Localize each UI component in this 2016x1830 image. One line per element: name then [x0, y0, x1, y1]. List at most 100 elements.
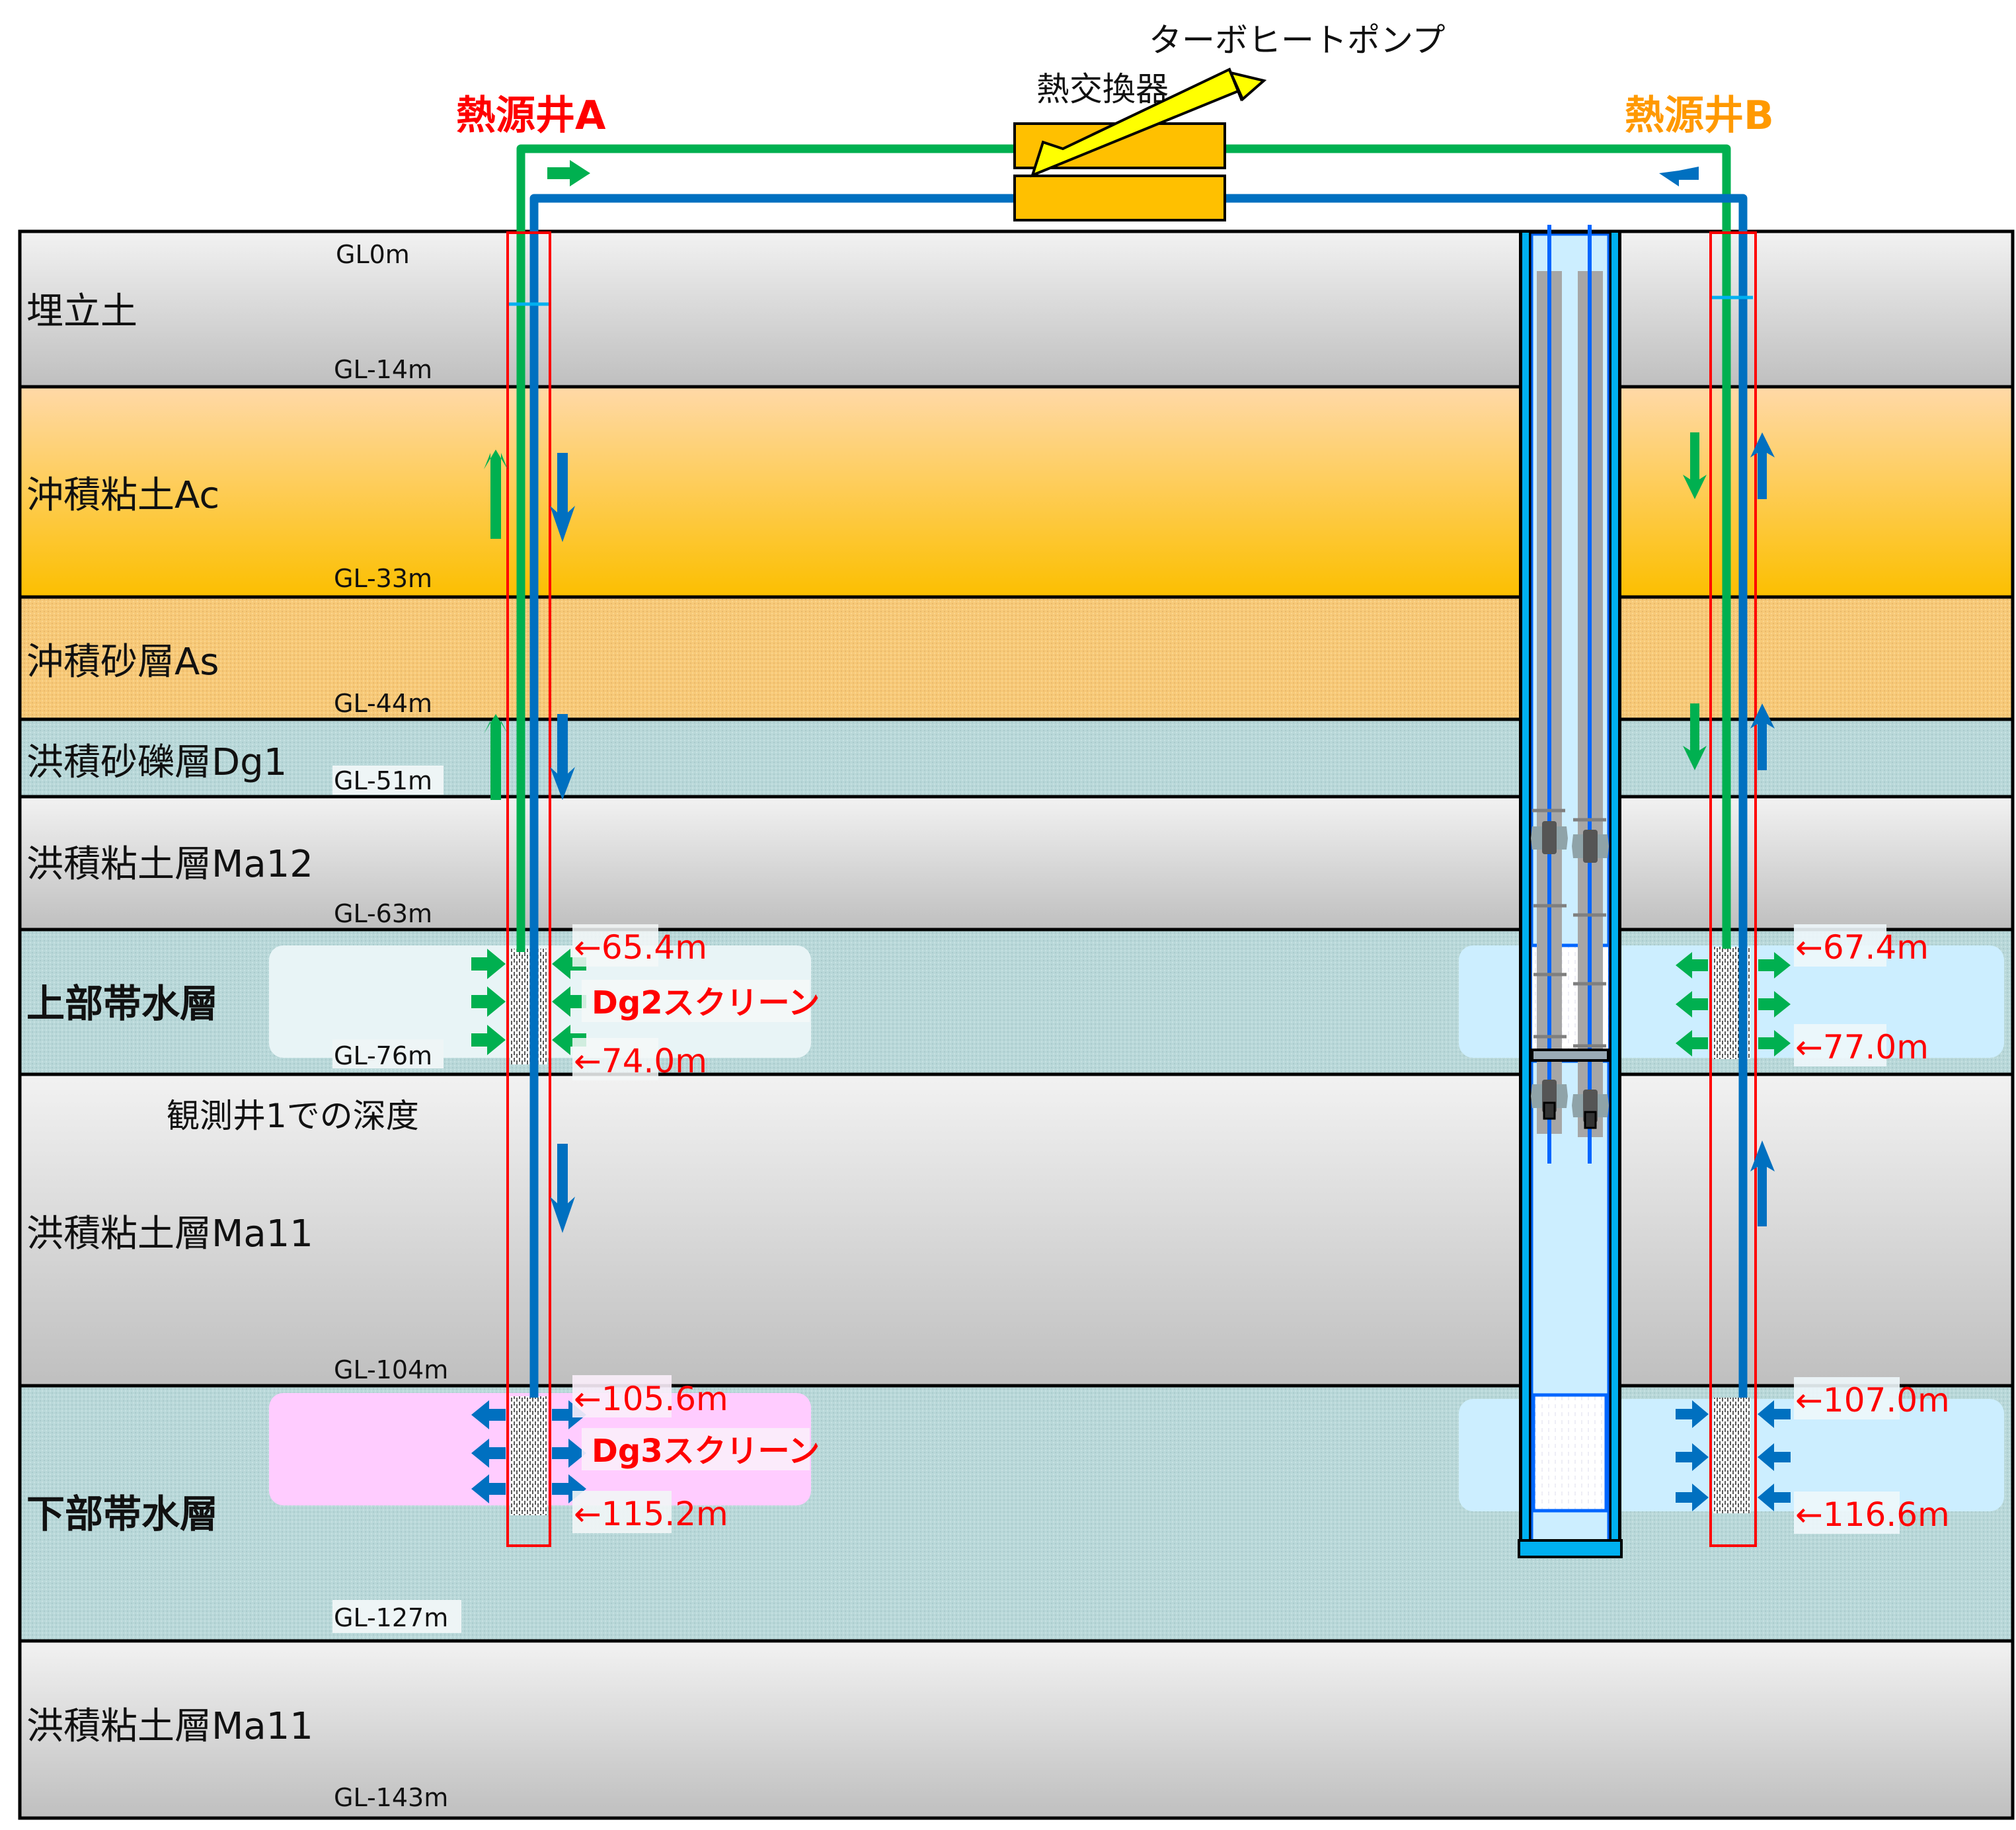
well-a-upper-bottom-depth: ←74.0m [574, 1042, 707, 1080]
arrow-left-icon [552, 1025, 586, 1055]
arrow-up-icon [1750, 1140, 1775, 1226]
layer-label: 洪積粘土層Ma11 [26, 1213, 313, 1255]
arrow-left-icon [552, 949, 586, 979]
arrow-up-icon [484, 714, 508, 800]
well-a-flow-arrows [484, 450, 575, 1233]
arrow-left-icon [1676, 991, 1708, 1017]
well-a-upper-screen-label: Dg2スクリーン [592, 984, 820, 1021]
arrow-right-icon [1676, 1484, 1709, 1511]
strata-frame [18, 229, 2015, 1820]
well-b-lower-top-depth: ←107.0m [1795, 1381, 1950, 1419]
observation-depth-note: 観測井1での深度 [167, 1097, 419, 1135]
arrow-left-icon [1758, 1400, 1791, 1428]
gl-labels: GL0m GL-14m GL-33m GL-44m GL-51m GL-63m … [332, 240, 461, 1812]
well-a-lower-outflow-arrows [471, 1400, 586, 1503]
well-a-upper-screen [510, 949, 547, 1064]
layer-label: 上部帯水層 [26, 981, 218, 1026]
observation-well [1518, 225, 1623, 1558]
well-b-upper-top-depth: ←67.4m [1795, 928, 1929, 967]
arrow-right-icon [1758, 991, 1791, 1017]
layer-boundaries [20, 385, 2013, 1643]
layer-label: 埋立土 [26, 290, 137, 333]
arrow-right-icon [1758, 952, 1791, 978]
arrow-right-icon [471, 949, 506, 979]
arrow-left-icon [1758, 1484, 1791, 1511]
gl-label: GL-44m [334, 689, 432, 718]
well-b-lower-inflow-arrows [1676, 1400, 1791, 1511]
well-a-title: 熱源井A [456, 93, 606, 139]
layer-label: 下部帯水層 [26, 1492, 218, 1536]
arrow-left-icon [552, 986, 586, 1017]
gl-label: GL-104m [334, 1355, 448, 1384]
layer-fill-as [20, 597, 2013, 719]
well-a-upper-top-depth: ←65.4m [574, 928, 707, 967]
arrow-left-icon [471, 1474, 506, 1503]
arrow-left-icon [471, 1400, 506, 1429]
layer-label: 沖積粘土Ac [26, 474, 219, 517]
arrow-right-icon [1676, 1400, 1709, 1428]
packer-icon [1531, 821, 1609, 1123]
heat-exchanger-lower [1013, 175, 1226, 221]
well-a-lower-screen-label: Dg3スクリーン [592, 1433, 820, 1470]
layer-fill-ac [20, 387, 2013, 597]
heat-pump-label: ターボヒートポンプ [1149, 21, 1446, 60]
well-b: ←67.4m ←77.0m ←107.0m ←116.6m [1676, 231, 1950, 1547]
well-b-casing-outline [1709, 231, 1757, 1547]
arrow-down-icon [1683, 703, 1707, 770]
gl-label: GL0m [336, 240, 410, 269]
arrow-left-icon [1676, 952, 1708, 978]
gl-label: GL-33m [334, 564, 432, 593]
gl-label: GL-143m [334, 1783, 448, 1812]
layer-label: 洪積粘土層Ma12 [26, 843, 313, 886]
arrow-down-icon [550, 714, 575, 800]
arrow-right-icon [552, 1439, 586, 1468]
well-b-flow-arrows [1683, 432, 1775, 1226]
gl-label: GL-76m [334, 1041, 432, 1070]
gl-label: GL-51m [334, 766, 432, 795]
layer-fill-ma12 [20, 797, 2013, 930]
well-a-lower-top-depth: ←105.6m [574, 1380, 728, 1418]
layer-label: 洪積砂礫層Dg1 [26, 741, 287, 784]
layer-fill-reclaimed [20, 231, 2013, 387]
arrow-left-icon [1676, 1030, 1708, 1056]
gl-label: GL-127m [334, 1603, 448, 1632]
arrow-up-icon [484, 450, 508, 539]
arrow-right-icon [1758, 1030, 1791, 1056]
well-a-lower-bottom-depth: ←115.2m [574, 1495, 728, 1533]
arrow-up-icon [1750, 703, 1775, 770]
well-b-upper-outflow-arrows [1676, 952, 1791, 1056]
gl-label: GL-63m [334, 899, 432, 928]
flow-arrow-right-icon [547, 160, 590, 186]
well-a-upper-inflow-arrows [471, 949, 586, 1055]
layer-label: 沖積砂層As [26, 641, 219, 684]
well-b-lower-bottom-depth: ←116.6m [1795, 1495, 1950, 1534]
arrow-down-icon [550, 1144, 575, 1233]
arrow-right-icon [471, 986, 506, 1017]
arrow-right-icon [471, 1025, 506, 1055]
well-a-lower-screen [510, 1396, 547, 1515]
layer-fill-ma11 [20, 1074, 2013, 1386]
flow-arrow-left-icon [1659, 167, 1699, 186]
well-a: ←65.4m Dg2スクリーン ←74.0m ←105.6m Dg3スクリーン … [471, 231, 820, 1547]
arrow-down-icon [1683, 432, 1707, 499]
arrow-down-icon [550, 453, 575, 542]
gl-label: GL-14m [334, 355, 432, 384]
sensor-icon [1543, 1101, 1556, 1120]
arrow-right-icon [552, 1474, 586, 1503]
arrow-right-icon [552, 1400, 586, 1429]
arrow-right-icon [1676, 1443, 1709, 1471]
layer-fill-dg1 [20, 719, 2013, 797]
well-a-casing-outline [506, 231, 551, 1547]
well-b-lower-screen [1713, 1398, 1750, 1513]
arrow-up-icon [1750, 432, 1775, 499]
layer-label: 洪積粘土層Ma11 [26, 1705, 313, 1748]
well-b-upper-bottom-depth: ←77.0m [1795, 1028, 1929, 1066]
heat-exchanger-label: 熱交換器 [1036, 70, 1169, 108]
obs-lower-screen [1531, 1393, 1608, 1513]
layer-labels: 埋立土 沖積粘土Ac 沖積砂層As 洪積砂礫層Dg1 洪積粘土層Ma12 上部帯… [26, 290, 313, 1748]
arrow-left-icon [471, 1439, 506, 1468]
arrow-head [1228, 71, 1267, 102]
well-b-title: 熱源井B [1625, 93, 1774, 139]
arrow-left-icon [1758, 1443, 1791, 1471]
